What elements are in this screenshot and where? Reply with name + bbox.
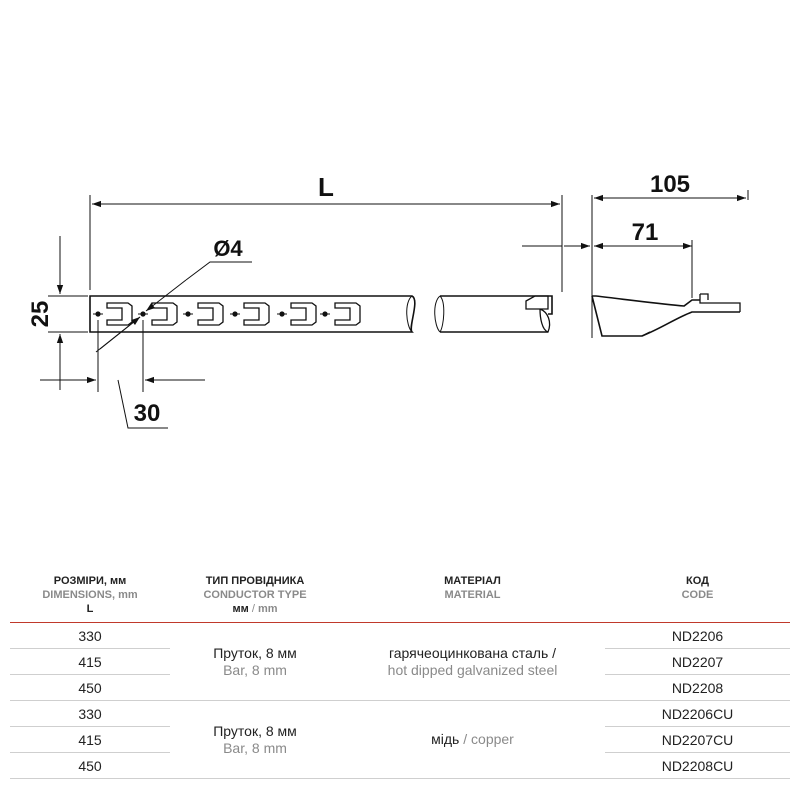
tip-side-view — [591, 293, 741, 337]
cell-code: ND2207CU — [605, 726, 790, 753]
table-row: 450 ND2208CU — [10, 752, 790, 779]
table-row: 330 Пруток, 8 мм Bar, 8 mm гарячеоцинков… — [10, 622, 790, 701]
dimension-hole-label: Ø4 — [213, 236, 243, 261]
cell-length: 330 — [10, 700, 170, 727]
cell-code: ND2208CU — [605, 752, 790, 779]
dimension-width-label: 25 — [27, 301, 54, 328]
hole-pattern — [93, 302, 361, 326]
header-conductor-type: ТИП ПРОВІДНИКА CONDUCTOR TYPE мм / mm — [203, 575, 307, 615]
table-row: 450 ND2208 — [10, 674, 790, 701]
cell-conductor: Пруток, 8 мм Bar, 8 mm — [170, 622, 340, 701]
cell-length: 415 — [10, 648, 170, 675]
dimension-length: L — [89, 172, 563, 292]
cell-length: 330 — [10, 622, 170, 649]
dimension-total-label: 105 — [650, 171, 690, 198]
technical-drawing: L 105 71 25 30 — [27, 171, 749, 429]
cell-material: гарячеоцинкована сталь / hot dipped galv… — [340, 622, 605, 701]
table-row: 415 ND2207 — [10, 648, 790, 675]
cell-material: мідь / copper — [340, 700, 605, 779]
table-header-row: РОЗМІРИ, мм DIMENSIONS, mm L ТИП ПРОВІДН… — [10, 572, 790, 623]
cell-length: 450 — [10, 752, 170, 779]
header-material: МАТЕРІАЛ MATERIAL — [444, 575, 501, 601]
cell-conductor: Пруток, 8 мм Bar, 8 mm — [170, 700, 340, 779]
header-dimensions: РОЗМІРИ, мм DIMENSIONS, mm L — [42, 575, 138, 615]
dimension-tip: 105 71 — [522, 171, 749, 338]
cell-code: ND2206CU — [605, 700, 790, 727]
cell-length: 450 — [10, 674, 170, 701]
dimension-pitch-label: 30 — [134, 400, 161, 427]
cell-code: ND2207 — [605, 648, 790, 675]
strip-body — [89, 295, 553, 333]
spec-table: РОЗМІРИ, мм DIMENSIONS, mm L ТИП ПРОВІДН… — [10, 572, 790, 779]
header-code: КОД CODE — [681, 575, 714, 601]
cell-length: 415 — [10, 726, 170, 753]
table-row: 415 ND2207CU — [10, 726, 790, 753]
cell-code: ND2206 — [605, 622, 790, 649]
dimension-length-label: L — [318, 172, 334, 202]
dimension-pitch: 30 — [40, 320, 205, 429]
cell-code: ND2208 — [605, 674, 790, 701]
dimension-width: 25 — [27, 236, 88, 390]
dimension-tip-label: 71 — [632, 219, 659, 246]
dimension-hole: Ø4 — [95, 236, 252, 353]
table-row: 330 Пруток, 8 мм Bar, 8 mm мідь / copper… — [10, 700, 790, 779]
